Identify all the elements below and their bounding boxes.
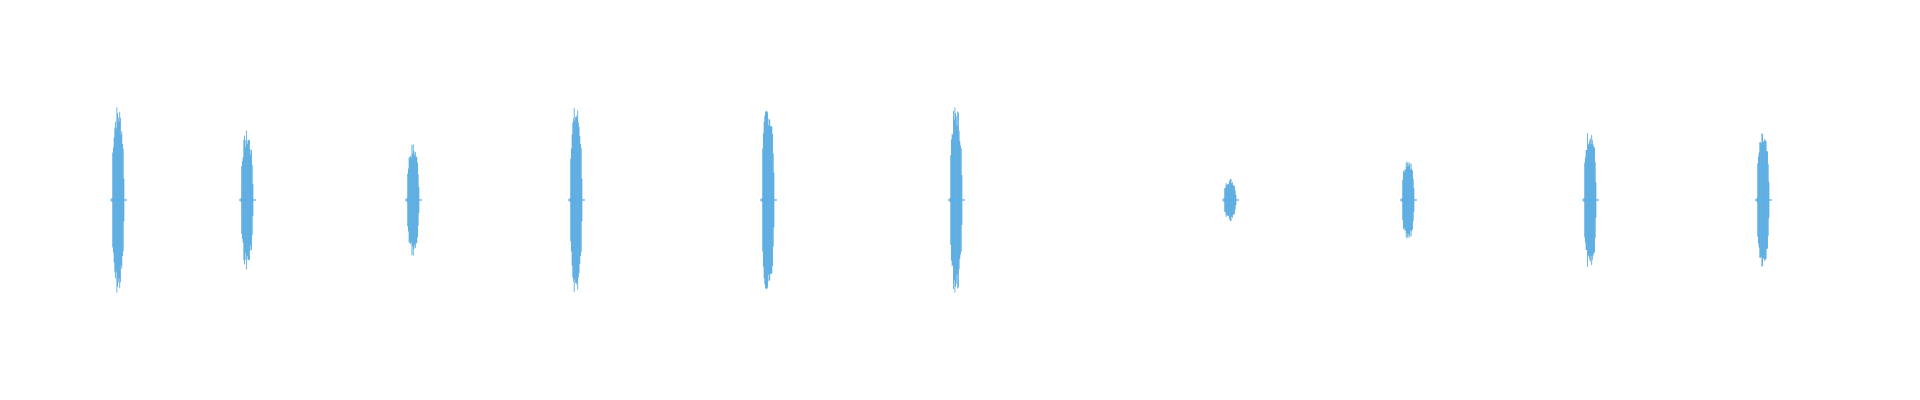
waveform-bursts <box>110 107 1772 293</box>
waveform-burst <box>1222 178 1239 222</box>
waveform-burst <box>405 144 422 256</box>
waveform-burst <box>760 110 777 290</box>
waveform-burst <box>1582 133 1599 267</box>
waveform-burst <box>1400 161 1417 239</box>
waveform-burst <box>948 107 965 293</box>
waveform-burst <box>239 130 256 270</box>
waveform-burst <box>1755 133 1772 267</box>
waveform-burst <box>568 108 585 292</box>
waveform-burst <box>110 107 127 293</box>
